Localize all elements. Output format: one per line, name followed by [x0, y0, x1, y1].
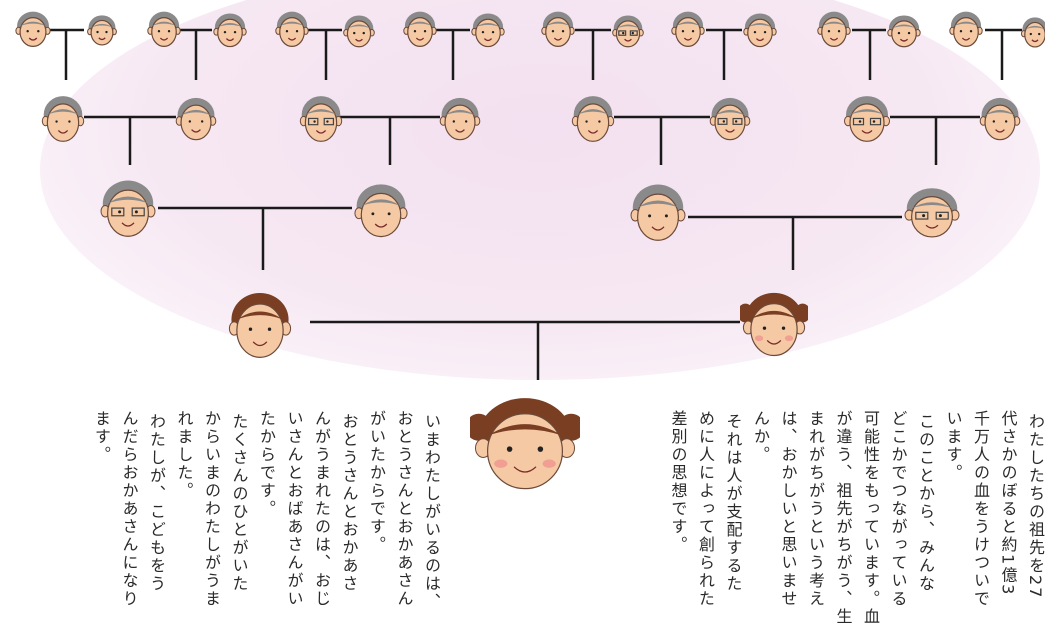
- family-member-face-icon: [902, 184, 962, 240]
- gen4-couple-line-6: [706, 28, 742, 80]
- family-member-face-icon: [628, 180, 688, 244]
- family-member-face-icon: [842, 92, 892, 144]
- family-tree-lines: [48, 28, 1022, 380]
- family-member-face-icon: [470, 10, 506, 48]
- text-column: わたしが、こどもをう: [147, 395, 166, 593]
- text-column: わたしたちの祖先を27: [1026, 395, 1045, 600]
- family-member-face-icon: [978, 94, 1022, 142]
- text-column: たくさんのひとがいた: [229, 395, 249, 593]
- gen1-couple-line: [310, 320, 740, 380]
- text-column: 差別の思想です。: [668, 410, 688, 554]
- family-member-face-icon: [274, 8, 310, 48]
- text-column: 代さかのぼると約1億3: [998, 410, 1018, 597]
- family-member-face-icon: [737, 288, 811, 360]
- text-column: が違う、祖先がちがう、生: [833, 410, 853, 626]
- family-member-face-icon: [886, 12, 922, 48]
- gen4-couple-line-2: [180, 28, 212, 80]
- family-member-face-icon: [540, 8, 576, 48]
- family-member-face-icon: [298, 92, 344, 144]
- text-column: がいたからです。: [367, 410, 386, 554]
- family-member-face-icon: [402, 8, 438, 48]
- family-member-face-icon: [465, 392, 585, 496]
- family-member-face-icon: [438, 94, 482, 142]
- text-column: 千万人の血をうけついで: [971, 410, 990, 608]
- text-column: めに人によって創られた: [696, 410, 715, 608]
- family-member-face-icon: [98, 176, 158, 240]
- family-member-face-icon: [1020, 14, 1045, 48]
- gen4-couple-line-7: [852, 28, 886, 80]
- text-column: んか。: [751, 410, 770, 464]
- text-column: おとうさんとおかあさん: [394, 410, 414, 608]
- text-column: 可能性をもっています。血: [861, 410, 880, 626]
- background-ellipse: [40, 0, 1040, 380]
- family-member-face-icon: [86, 12, 118, 46]
- gen2-couple-line-2: [688, 215, 902, 270]
- text-column: おとうさんとおかあさ: [339, 395, 359, 593]
- family-member-face-icon: [708, 94, 752, 142]
- family-member-face-icon: [146, 8, 182, 48]
- gen4-couple-line-3: [308, 28, 342, 80]
- family-member-face-icon: [948, 8, 984, 48]
- family-member-face-icon: [611, 12, 645, 48]
- text-column: は、おかしいと思いませ: [778, 410, 798, 608]
- gen3-couple-line-2: [340, 115, 440, 165]
- gen2-couple-line-1: [158, 206, 352, 270]
- family-member-face-icon: [742, 10, 778, 48]
- gen4-couple-line-1: [48, 28, 84, 80]
- text-column: います。: [943, 410, 963, 482]
- text-column: このことから、みんな: [916, 395, 935, 593]
- gen4-couple-line-5: [575, 28, 611, 80]
- family-member-face-icon: [342, 12, 376, 48]
- family-member-face-icon: [670, 8, 706, 48]
- text-column: んだらおかあさんになり: [119, 410, 139, 608]
- gen3-couple-line-3: [614, 115, 710, 165]
- gen4-couple-line-8: [985, 28, 1022, 80]
- gen3-couple-line-1: [84, 115, 176, 165]
- family-member-face-icon: [40, 92, 86, 144]
- family-member-face-icon: [816, 8, 852, 48]
- text-column: んがうまれたのは、おじ: [312, 410, 331, 608]
- family-member-face-icon: [174, 94, 218, 142]
- text-column: たからです。: [257, 410, 276, 518]
- text-column: それは人が支配するた: [723, 395, 743, 593]
- text-column: どこかでつながっている: [888, 410, 908, 608]
- text-column: いまわたしがいるのは、: [422, 395, 441, 611]
- family-member-face-icon: [570, 92, 616, 144]
- family-member-face-icon: [14, 8, 52, 48]
- family-member-face-icon: [226, 288, 294, 362]
- family-member-face-icon: [352, 180, 410, 240]
- text-column: まれがちがうという考え: [806, 410, 825, 608]
- text-column: いさんとおばあさんがい: [284, 410, 304, 608]
- gen4-couple-line-4: [436, 28, 470, 80]
- gen3-couple-line-4: [890, 115, 980, 165]
- text-column: からいまのわたしがうま: [202, 410, 221, 608]
- family-member-face-icon: [212, 10, 248, 48]
- text-column: ます。: [92, 410, 111, 464]
- text-column: れました。: [174, 410, 194, 500]
